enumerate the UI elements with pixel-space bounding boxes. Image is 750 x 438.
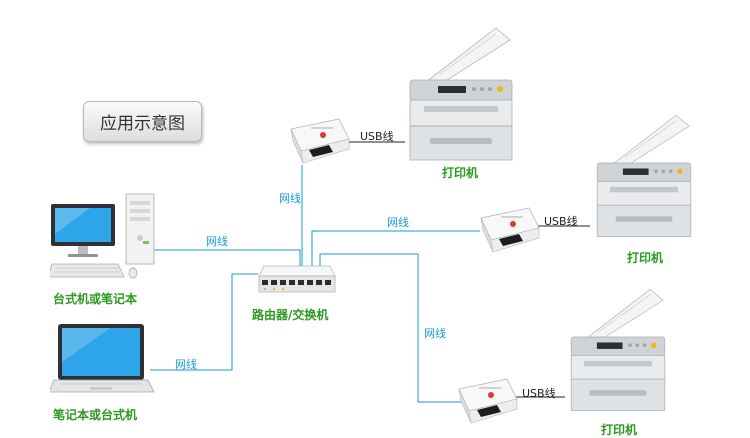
diagram-title: 应用示意图 bbox=[83, 101, 202, 142]
network-cable-printserver-2 bbox=[311, 230, 480, 268]
printer-icon bbox=[409, 27, 513, 161]
printer-label: 打印机 bbox=[442, 166, 479, 180]
usb-cable-label: USB线 bbox=[522, 387, 556, 400]
printer-icon bbox=[570, 288, 666, 411]
network-cable-label: 网线 bbox=[424, 327, 446, 340]
network-cable-laptop bbox=[150, 273, 258, 371]
usb-cable-label: USB线 bbox=[360, 130, 394, 143]
print-server-icon bbox=[290, 118, 350, 164]
desktop-computer-icon bbox=[50, 193, 155, 279]
network-cable-label: 网线 bbox=[175, 358, 197, 371]
network-cable-label: 网线 bbox=[387, 216, 409, 229]
print-server-icon bbox=[458, 378, 518, 424]
network-cable-printserver-3 bbox=[319, 253, 463, 403]
network-cable-label: 网线 bbox=[206, 235, 228, 248]
printer-label: 打印机 bbox=[601, 423, 638, 437]
desktop-label: 台式机或笔记本 bbox=[53, 292, 138, 306]
router-switch-icon bbox=[258, 265, 336, 293]
network-cable-label: 网线 bbox=[279, 192, 301, 205]
laptop-icon bbox=[50, 324, 155, 393]
printer-label: 打印机 bbox=[627, 251, 664, 265]
router-label: 路由器/交换机 bbox=[252, 308, 329, 322]
print-server-icon bbox=[480, 207, 540, 253]
printer-icon bbox=[596, 114, 692, 237]
laptop-label: 笔记本或台式机 bbox=[53, 408, 138, 422]
network-cable-desktop bbox=[152, 249, 301, 272]
usb-cable-label: USB线 bbox=[544, 215, 578, 228]
